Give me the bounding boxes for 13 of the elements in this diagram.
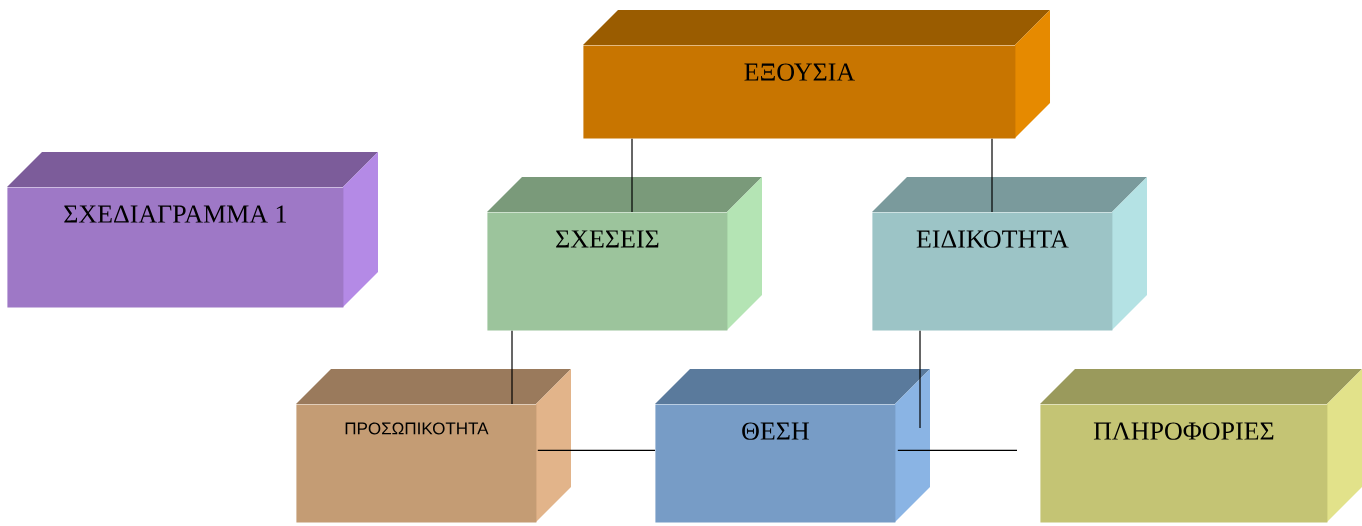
connector-line bbox=[897, 449, 1018, 451]
connector-line bbox=[537, 449, 656, 451]
box: ΕΞΟΥΣΙΑ bbox=[583, 10, 1050, 139]
box: ΣΧΕΣΕΙΣ bbox=[487, 177, 762, 331]
connector-line bbox=[511, 330, 513, 405]
connector-line bbox=[991, 138, 993, 213]
box: ΘΕΣΗ bbox=[655, 369, 930, 523]
box: ΕΙΔΙΚΟΤΗΤΑ bbox=[872, 177, 1147, 331]
box: ΣΧΕΔΙΑΓΡΑΜΜΑ 1 bbox=[7, 152, 378, 308]
connector-line bbox=[631, 138, 633, 213]
connector-line bbox=[919, 330, 921, 429]
box: ΠΛΗΡΟΦΟΡΙΕΣ bbox=[1040, 369, 1362, 523]
box: ΠΡΟΣΩΠΙΚΟΤΗΤΑ bbox=[296, 369, 571, 523]
